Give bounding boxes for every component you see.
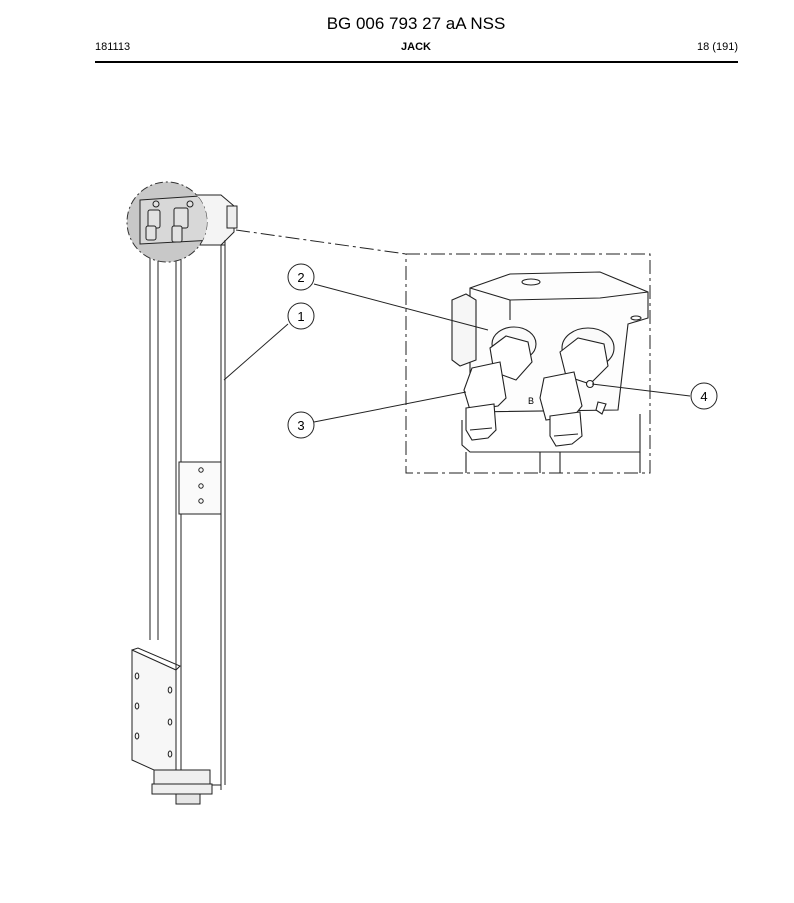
date-code: 181113 [95, 41, 131, 53]
document-number: BG 006 793 27 aA NSS [326, 14, 506, 33]
detail-view-drawing [451, 271, 649, 473]
engraved-marking: B [528, 396, 534, 406]
callout-3: 3 [287, 411, 315, 439]
svg-text:2: 2 [297, 270, 304, 285]
callout-leaders [223, 283, 691, 423]
header-divider [95, 61, 738, 63]
callout-4: 4 [690, 382, 718, 410]
detail-view-frame [405, 253, 651, 474]
svg-text:1: 1 [297, 309, 304, 324]
svg-text:4: 4 [700, 389, 707, 404]
detail-leader-line [235, 229, 407, 255]
callout-1: 1 [287, 302, 315, 330]
detail-indicator-circle [126, 181, 208, 263]
jack-assembly [131, 194, 238, 805]
page-label: 18 (191) [697, 41, 738, 53]
section-title: JACK [401, 41, 431, 53]
callout-2: 2 [287, 263, 315, 291]
svg-text:3: 3 [297, 418, 304, 433]
